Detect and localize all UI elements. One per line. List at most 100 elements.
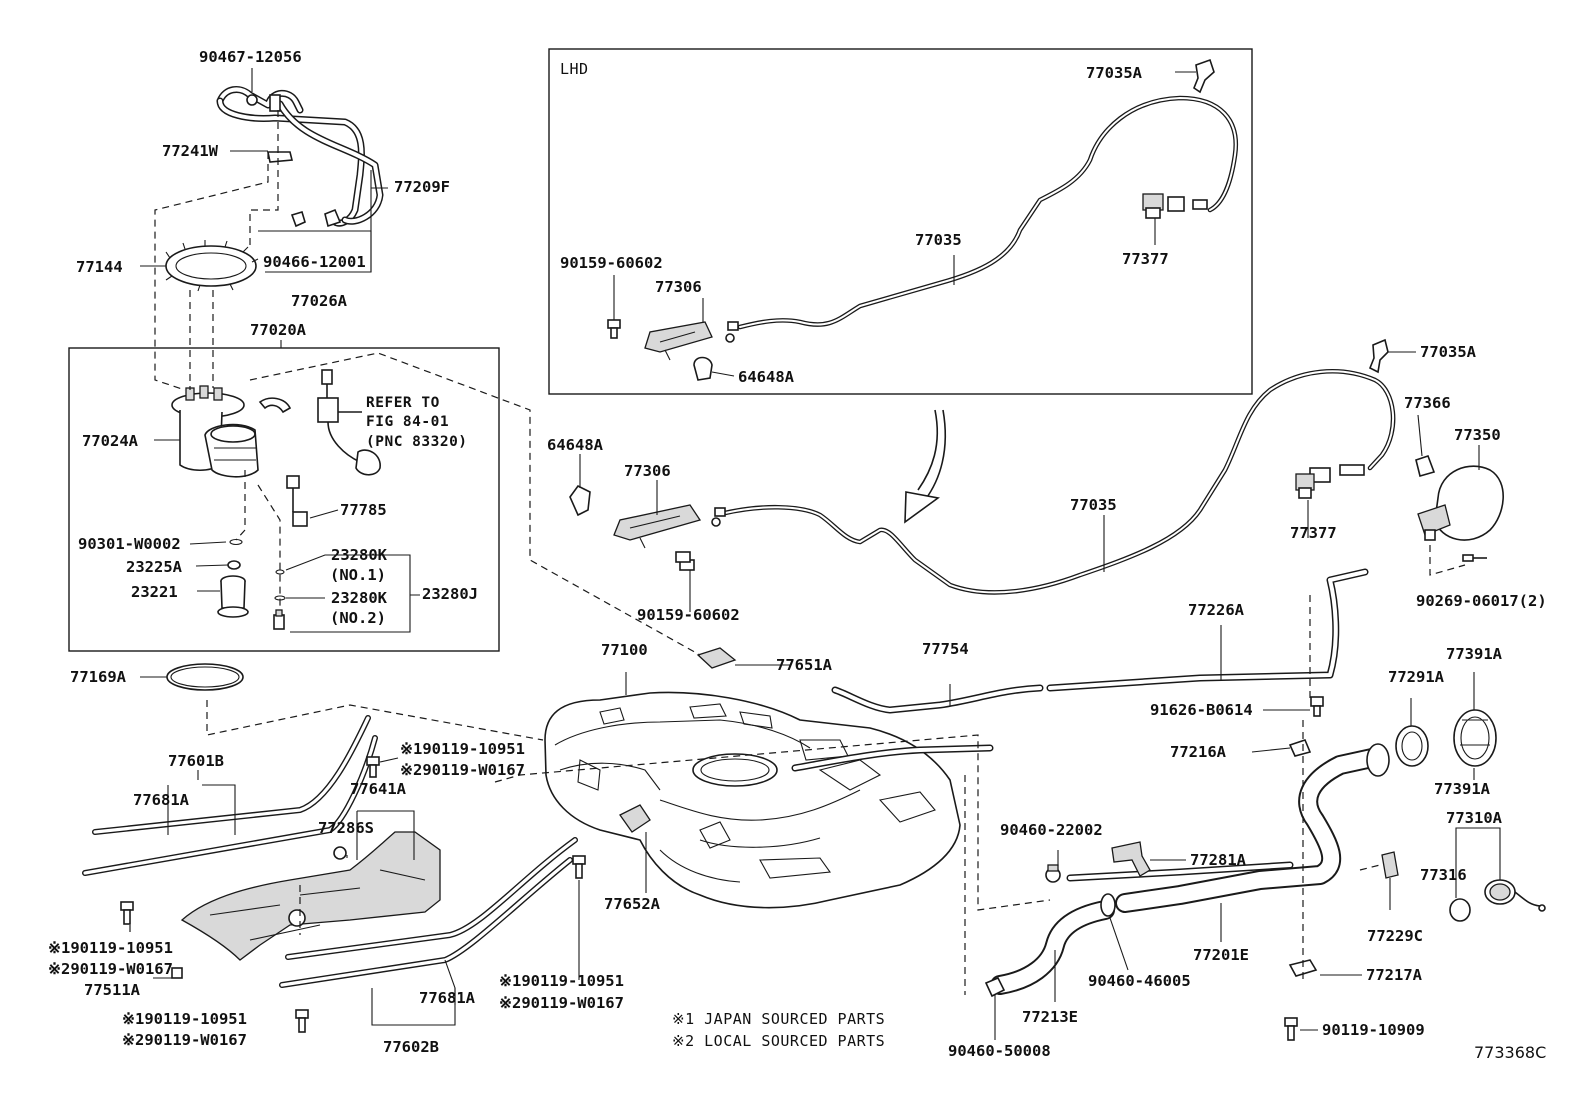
label-no1: (NO.1) (330, 566, 386, 584)
fuel-filter-23221 (217, 575, 249, 618)
tube-77226A (1046, 568, 1369, 692)
bolt-90119-10909 (1284, 1017, 1298, 1041)
label-77785: 77785 (340, 501, 387, 519)
label-lhd-77035: 77035 (915, 231, 962, 249)
label-77391A-1: 77391A (1446, 645, 1503, 663)
label-90119-10909: 90119-10909 (1322, 1021, 1425, 1039)
lhd-bolt-90159-60602 (607, 319, 621, 339)
opener-cable-77035 (711, 369, 1396, 595)
clamp-77035A (1368, 338, 1389, 374)
label-90460-46005: 90460-46005 (1088, 972, 1191, 990)
label-refer-3: (PNC 83320) (366, 434, 468, 450)
gasket-77169A (166, 663, 244, 691)
lhd-clamp-77035A (1193, 58, 1215, 94)
label-77366: 77366 (1404, 394, 1451, 412)
label-77201E: 77201E (1193, 946, 1249, 964)
clip-91626-B0614 (1310, 696, 1324, 717)
label-77651A: 77651A (776, 656, 833, 674)
label-lhd: LHD (560, 60, 589, 78)
regulator-23280J (273, 609, 285, 630)
holder-77366 (1415, 454, 1436, 477)
label-b3-290119-W0167: ※290119-W0167 (499, 994, 624, 1012)
label-77681A-1: 77681A (133, 791, 190, 809)
label-77652A: 77652A (604, 895, 661, 913)
fuel-pump-module-77024A (171, 385, 292, 478)
label-77216A: 77216A (1170, 743, 1227, 761)
clip-77216A (1288, 739, 1312, 757)
label-77226A: 77226A (1188, 601, 1245, 619)
gasket-77291A (1395, 725, 1429, 767)
tank-band-77601B (82, 715, 378, 876)
cushion-77286S (333, 846, 347, 860)
clip-64648A (569, 484, 591, 517)
label-77209F: 77209F (394, 178, 450, 196)
label-77100: 77100 (601, 641, 648, 659)
label-b1-190119-10951: ※190119-10951 (400, 740, 525, 758)
bolt-b3 (572, 855, 586, 879)
gasket-23225A (227, 560, 241, 570)
lhd-lever-77306 (644, 321, 713, 361)
label-23221: 23221 (131, 583, 178, 601)
hose-77213E (990, 900, 1115, 995)
pad-77652A (619, 804, 651, 833)
label-23280K-1: 23280K (331, 546, 388, 564)
label-77217A: 77217A (1366, 966, 1423, 984)
label-77511A: 77511A (84, 981, 141, 999)
label-90159-60602: 90159-60602 (637, 606, 740, 624)
label-77144: 77144 (76, 258, 123, 276)
label-77020A: 77020A (250, 321, 307, 339)
pad-77651A (696, 647, 737, 669)
holder-77229C (1381, 851, 1399, 879)
lever-77306 (613, 504, 702, 549)
label-90460-22002: 90460-22002 (1000, 821, 1103, 839)
label-no2: (NO.2) (330, 609, 386, 627)
label-lhd-90159-60602: 90159-60602 (560, 254, 663, 272)
label-b2-190119-10951: ※190119-10951 (48, 939, 173, 957)
label-91626-B0614: 91626-B0614 (1150, 701, 1253, 719)
cap-77310A (1484, 879, 1546, 912)
o-ring-90301-W0002 (229, 538, 243, 546)
label-77316: 77316 (1420, 866, 1467, 884)
label-lhd-64648A: 64648A (738, 368, 795, 386)
label-77641A: 77641A (350, 780, 407, 798)
pump-assembly-frame (68, 347, 500, 652)
screw-90269-06017 (1462, 554, 1487, 562)
breather-tube (791, 744, 994, 772)
lock-ring-77144 (165, 240, 259, 292)
label-77377: 77377 (1290, 524, 1337, 542)
leader-lines (140, 68, 1501, 1040)
label-lhd-77035A: 77035A (1086, 64, 1143, 82)
label-77229C: 77229C (1367, 927, 1423, 945)
protector-77641A (180, 831, 441, 961)
label-77310A: 77310A (1446, 809, 1503, 827)
label-77169A: 77169A (70, 668, 127, 686)
bracket-77281A (1111, 841, 1151, 877)
lhd-clip-64648A (693, 356, 713, 381)
label-lhd-77306: 77306 (655, 278, 702, 296)
label-77291A: 77291A (1388, 668, 1445, 686)
clamp-90460-22002 (1045, 864, 1061, 883)
label-90301-W0002: 90301-W0002 (78, 535, 181, 553)
note-local-sourced: ※2 LOCAL SOURCED PARTS (672, 1032, 885, 1050)
label-refer-1: REFER TO (366, 395, 440, 411)
label-77286S: 77286S (318, 819, 374, 837)
label-90269-06017: 90269-06017(2) (1416, 592, 1547, 610)
evap-tube-77754 (831, 684, 1044, 714)
label-77035: 77035 (1070, 496, 1117, 514)
label-77681A-2: 77681A (419, 989, 476, 1007)
label-77350: 77350 (1454, 426, 1501, 444)
label-refer-2: FIG 84-01 (366, 414, 449, 430)
label-77035A: 77035A (1420, 343, 1477, 361)
fuel-tank-77100 (544, 691, 961, 909)
clip-77511A (171, 967, 183, 979)
lhd-cable-end-77377 (1142, 193, 1164, 219)
bolt-b4 (295, 1009, 309, 1033)
label-77306: 77306 (624, 462, 671, 480)
bolt-b2 (120, 901, 134, 925)
label-23225A: 23225A (126, 558, 183, 576)
hinge-77366 (1417, 504, 1451, 541)
label-b4-190119-10951: ※190119-10951 (122, 1010, 247, 1028)
clamp-90460-50008 (984, 976, 1006, 998)
lhd-inset-frame (548, 48, 1253, 395)
label-77241W: 77241W (162, 142, 219, 160)
